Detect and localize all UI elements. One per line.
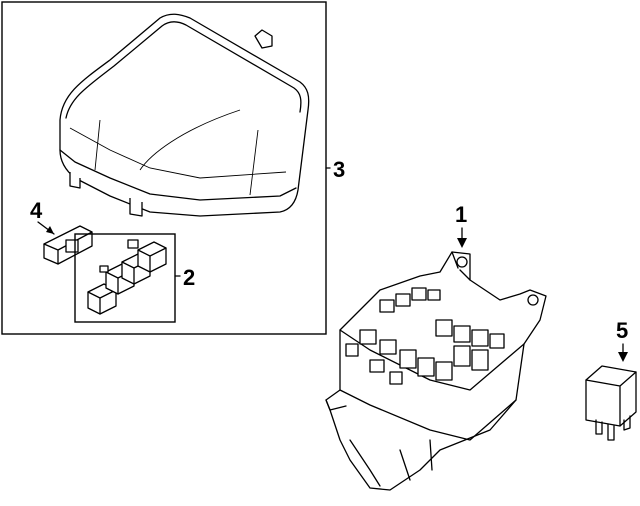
- callout-1: 1: [455, 202, 467, 227]
- callout-4: 4: [30, 198, 43, 223]
- fuse-box-cover: [59, 13, 310, 217]
- arrowhead-1: [457, 238, 467, 248]
- relay-set-part-2: [87, 239, 167, 315]
- relay-part-5: [585, 365, 637, 441]
- callout-3: 3: [333, 157, 345, 182]
- fuse-box-body: [325, 251, 547, 491]
- arrowhead-4: [46, 226, 54, 234]
- callout-5: 5: [616, 318, 628, 343]
- relay-set-frame: [74, 233, 176, 323]
- arrowhead-5: [618, 352, 628, 362]
- callout-2: 2: [183, 265, 195, 290]
